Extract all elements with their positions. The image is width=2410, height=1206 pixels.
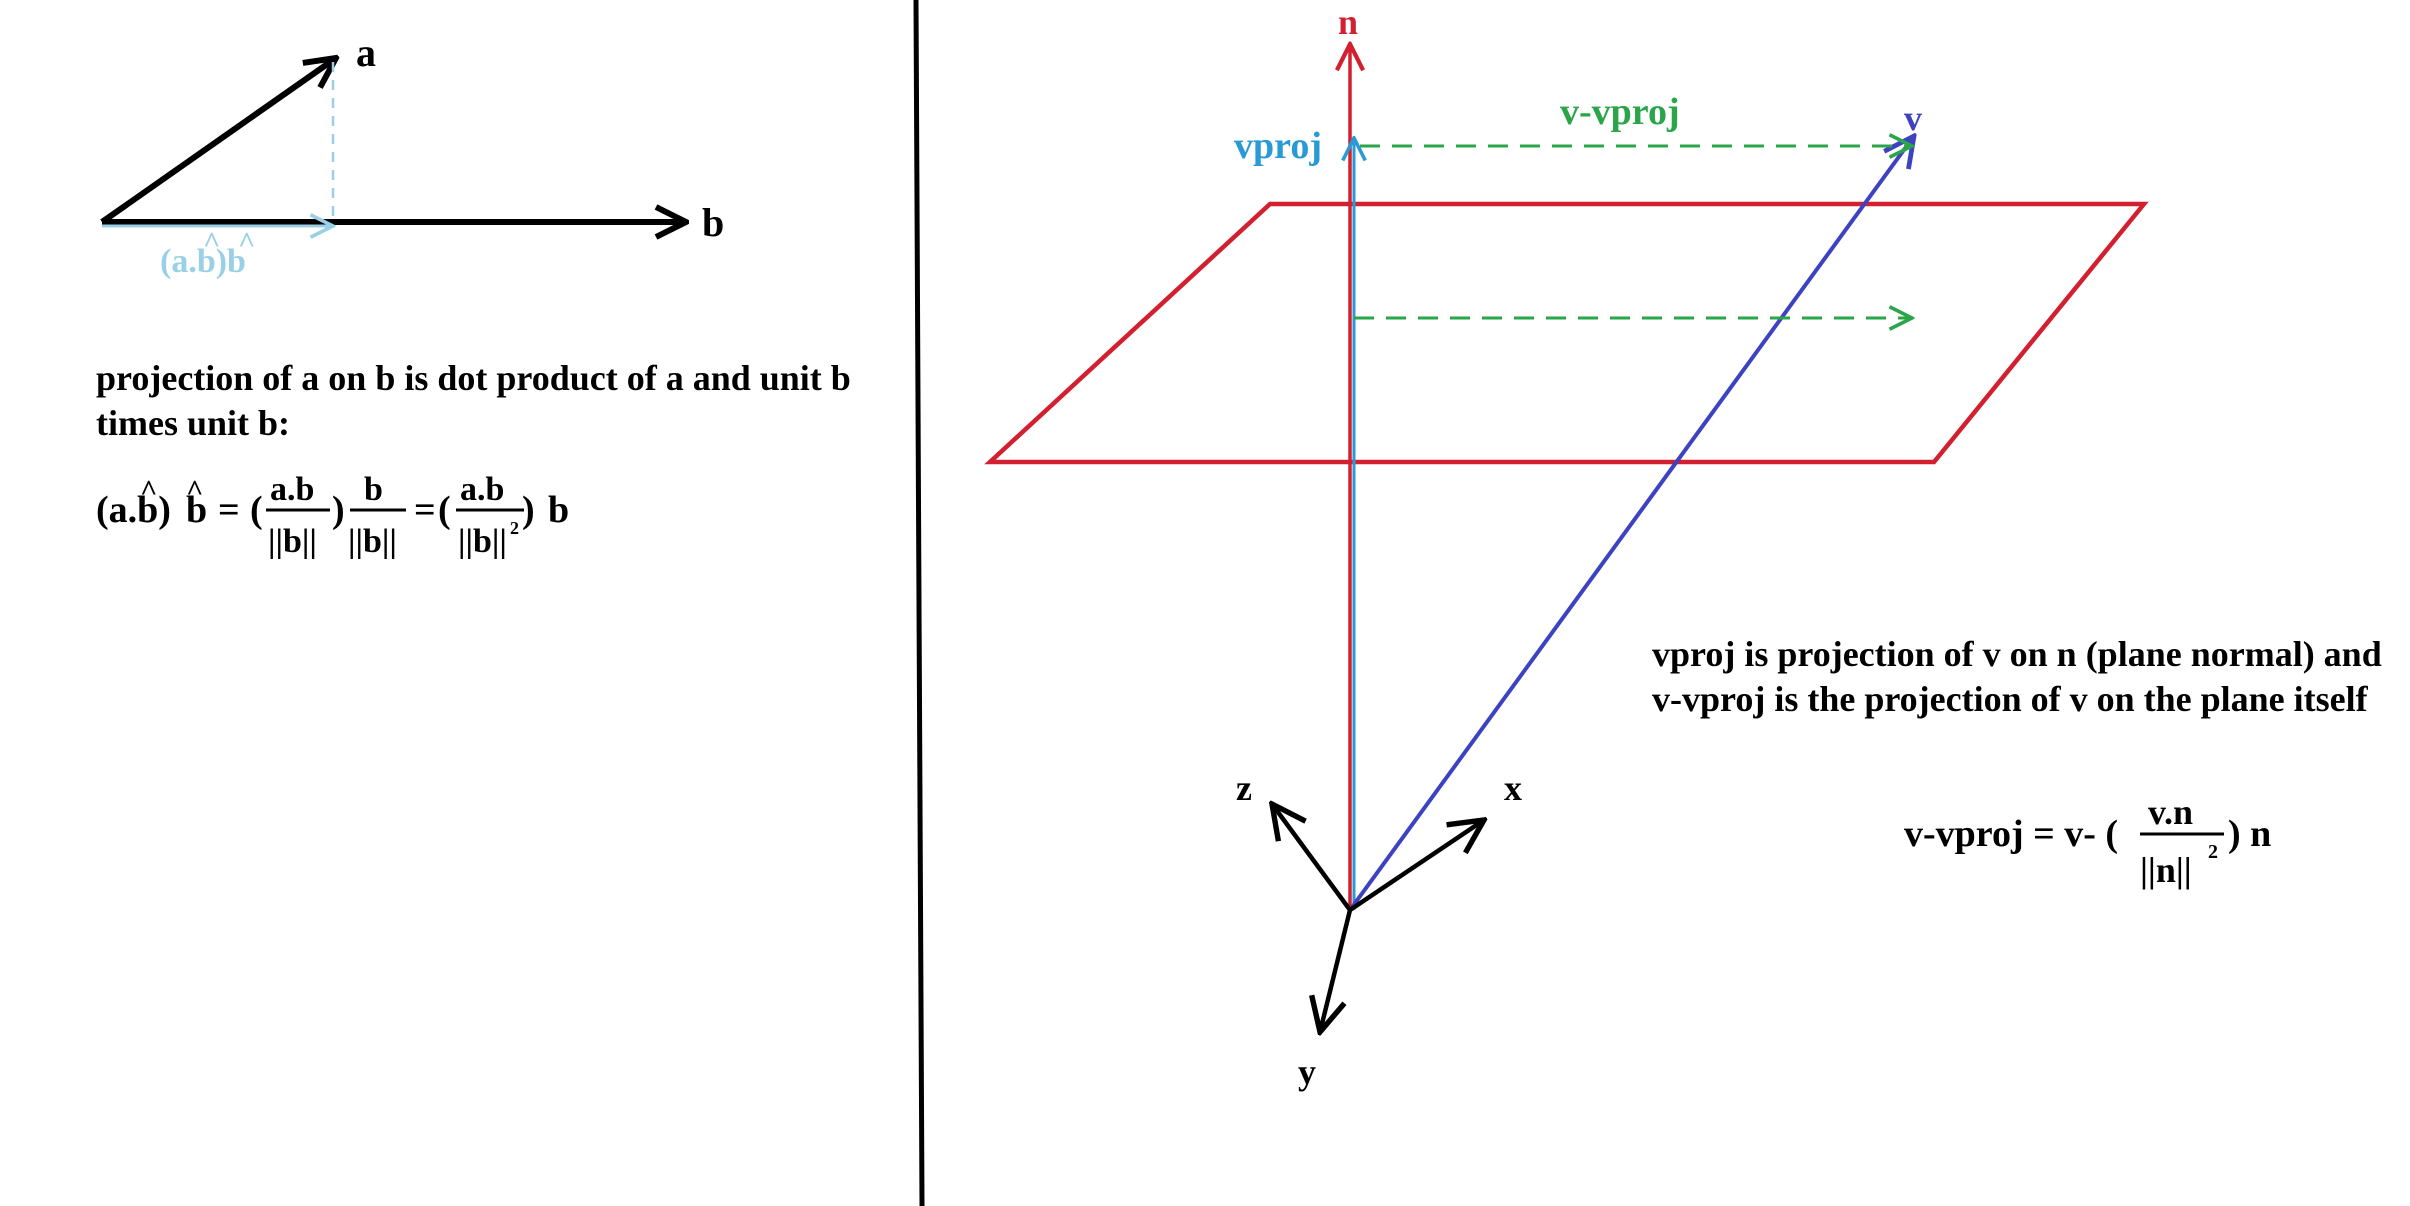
fraction-numerator: a.b (460, 471, 504, 508)
plane-projection-formula: v-vproj = v- ( v.n ||n|| 2 ) n (1904, 792, 2271, 890)
hat-mark: ^ (186, 474, 203, 507)
hat-mark: ^ (140, 474, 157, 507)
formula-unit-b: b (186, 489, 207, 531)
hat-mark: ^ (203, 226, 220, 259)
fraction-denominator: ||b|| (268, 523, 317, 560)
vector-a (100, 58, 336, 225)
plane (984, 201, 2149, 465)
fraction-denominator: ||b|| (348, 523, 397, 560)
fraction-numerator: a.b (270, 471, 314, 508)
fraction-denominator: ||n|| (2140, 850, 2192, 890)
label-a: a (356, 30, 376, 75)
label-n: n (1338, 2, 1358, 42)
label-y: y (1298, 1052, 1316, 1092)
label-v-minus-vproj: v-vproj (1560, 91, 1680, 133)
fraction-exponent: 2 (2208, 841, 2218, 863)
label-projection: (a.b)b (160, 243, 246, 280)
formula-paren: ) (332, 489, 345, 531)
formula-tail: ) n (2228, 813, 2271, 855)
axis-y (1320, 909, 1353, 1032)
plane-projection-description: vproj is projection of v on n (plane nor… (1652, 634, 2382, 719)
formula-equals: = (414, 489, 436, 531)
label-z: z (1236, 768, 1252, 808)
right-panel: n vproj v-vproj v x z y v-vproj = v- ( v… (984, 2, 2271, 1092)
axis-x (1348, 820, 1484, 912)
label-x: x (1504, 768, 1522, 808)
label-vproj: vproj (1234, 125, 1322, 167)
formula-paren: ( (250, 489, 263, 531)
fraction-numerator: v.n (2148, 792, 2193, 832)
label-b: b (702, 200, 724, 245)
vector-v (1348, 136, 1914, 912)
label-v: v (1904, 98, 1922, 138)
fraction-exponent: 2 (510, 518, 519, 538)
axis-z (1272, 804, 1352, 912)
fraction-numerator: b (364, 471, 383, 508)
formula-lhs: v-vproj = v- ( (1904, 813, 2118, 855)
projection-formula: (a.b) ^ b ^ = ( a.b ||b|| ) b ||b|| = ( … (96, 471, 569, 560)
fraction-denominator: ||b|| (458, 523, 507, 560)
formula-paren: ( (438, 489, 451, 531)
formula-paren: ) (522, 489, 535, 531)
formula-lhs: (a.b) (96, 489, 171, 531)
formula-equals: = (218, 489, 240, 531)
hat-mark: ^ (238, 226, 255, 259)
panel-divider (913, 0, 925, 1206)
left-panel: a b (a.b)b ^ ^ (a.b) ^ b ^ = ( a.b ||b||… (96, 30, 724, 560)
formula-tail-b: b (548, 489, 569, 531)
projection-description: projection of a on b is dot product of a… (96, 358, 851, 443)
